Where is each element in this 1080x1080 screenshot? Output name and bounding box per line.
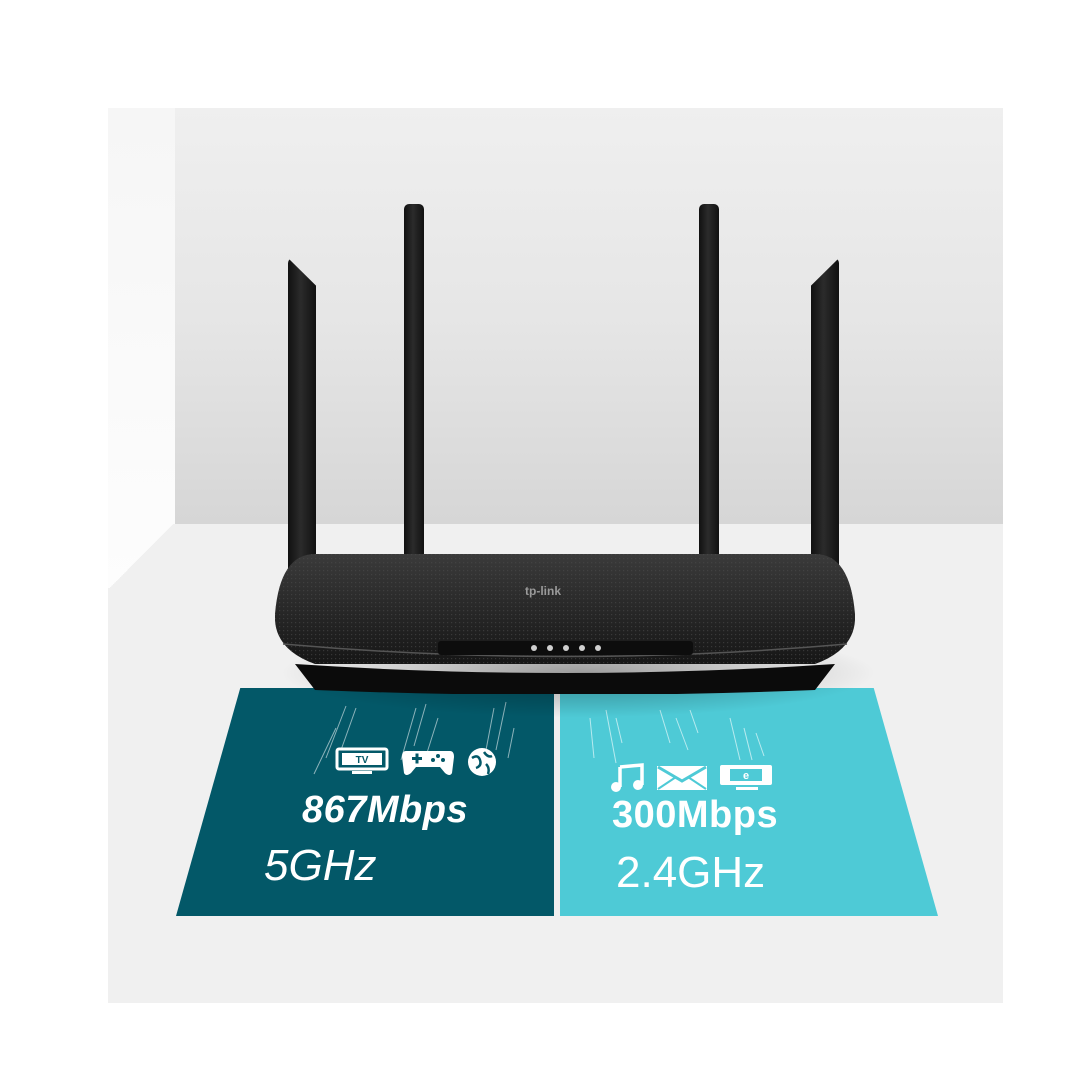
wifi-icon <box>578 645 585 651</box>
speed-2-4ghz: 300Mbps <box>612 794 779 836</box>
led-indicator-bar <box>438 641 693 655</box>
router: tp-link <box>275 554 855 694</box>
antenna-inner-right <box>699 204 719 584</box>
speed-lines-decoration <box>589 709 765 764</box>
lan-icon <box>562 645 569 651</box>
globe-icon <box>466 746 498 778</box>
band-label-2-4ghz: 2.4GHz <box>616 848 766 897</box>
svg-text:TV: TV <box>356 755 369 766</box>
antenna-inner-left <box>404 204 424 584</box>
router-shell <box>275 554 855 694</box>
wan-icon <box>546 645 553 651</box>
brand-logo: tp-link <box>525 584 561 598</box>
gamepad-icon <box>400 747 456 777</box>
band-panel-5ghz: TV 867Mbps 5GHz <box>176 688 554 916</box>
music-note-icon <box>610 763 646 793</box>
svg-text:e: e <box>743 770 749 782</box>
browser-monitor-icon: e <box>718 763 774 793</box>
band-label-5ghz: 5GHz <box>264 841 377 890</box>
icon-row-5ghz: TV <box>334 746 498 778</box>
wps-icon <box>594 645 601 651</box>
band-panel-2-4ghz: e 300Mbps 2.4GHz <box>560 688 938 916</box>
envelope-icon <box>656 765 708 791</box>
floor-corner <box>108 524 175 588</box>
antenna-outer-right <box>811 258 839 603</box>
power-icon <box>530 645 537 651</box>
tv-icon: TV <box>334 747 390 777</box>
antenna-outer-left <box>288 258 316 603</box>
side-wall <box>108 108 175 588</box>
icon-row-2-4ghz: e <box>610 763 774 793</box>
speed-5ghz: 867Mbps <box>302 789 469 831</box>
speed-lines-decoration <box>313 701 515 775</box>
product-scene: TV 867Mbps 5GHz <box>108 108 1003 1003</box>
